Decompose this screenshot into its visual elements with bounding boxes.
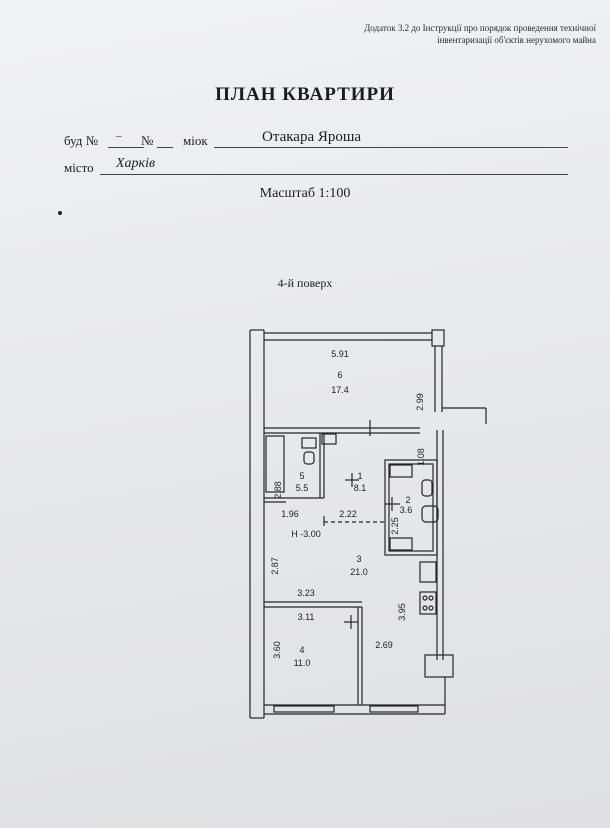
floor-plan: 5.91 6 17.4 2.99 1.08 5 5.5 2.88 1 8.1 2… bbox=[249, 329, 487, 719]
city-label: місто bbox=[64, 160, 94, 175]
bathroom-sink bbox=[301, 437, 317, 449]
dim-269: 2.69 bbox=[375, 640, 393, 650]
bathtub bbox=[265, 435, 285, 493]
floor-label: 4-й поверх bbox=[277, 276, 333, 290]
number-underline bbox=[157, 147, 173, 148]
kitchen-stove bbox=[419, 591, 437, 615]
room5-number: 5 bbox=[299, 471, 304, 481]
room1-number: 1 bbox=[357, 471, 362, 481]
bathroom-washer bbox=[321, 433, 337, 445]
room5-area: 5.5 bbox=[296, 483, 309, 493]
column-northeast bbox=[431, 329, 445, 347]
outer-wall-south bbox=[264, 704, 445, 715]
outer-wall-east bbox=[436, 430, 444, 660]
wall-room6-south bbox=[264, 427, 420, 434]
dim-323: 3.23 bbox=[297, 588, 315, 598]
building-value: – bbox=[116, 130, 122, 142]
window-south-1 bbox=[273, 705, 335, 713]
dim-287: 2.87 bbox=[270, 557, 280, 575]
dim-591: 5.91 bbox=[331, 349, 349, 359]
window-south-2 bbox=[369, 705, 419, 713]
dim-360: 3.60 bbox=[272, 641, 282, 659]
dim-225: 2.25 bbox=[390, 517, 400, 535]
ink-dot bbox=[58, 211, 62, 215]
header-note-line-2: інвентаризації об'єктів нерухомого майна bbox=[437, 35, 596, 45]
header-note-line-1: Додаток 3.2 до Інструкції про порядок пр… bbox=[364, 23, 596, 33]
wc-fixture-top bbox=[389, 464, 413, 478]
wc-fixture-bottom bbox=[389, 537, 413, 551]
wall-room3-room4 bbox=[264, 601, 363, 705]
wall-room6-east bbox=[434, 346, 443, 412]
dim-222: 2.22 bbox=[339, 509, 357, 519]
toilet-right bbox=[421, 479, 433, 497]
room2-number: 2 bbox=[405, 495, 410, 505]
street-value: Отакара Яроша bbox=[262, 129, 362, 145]
wall-protrusion bbox=[442, 407, 487, 424]
dim-395: 3.95 bbox=[397, 603, 407, 621]
header-note: Додаток 3.2 до Інструкції про порядок пр… bbox=[296, 22, 596, 46]
room1-area: 8.1 bbox=[354, 483, 367, 493]
room6-area: 17.4 bbox=[331, 385, 349, 395]
dim-288: 2.88 bbox=[273, 481, 283, 499]
document-title: ПЛАН КВАРТИРИ bbox=[215, 84, 395, 105]
room3-area: 21.0 bbox=[350, 567, 368, 577]
room6-number: 6 bbox=[337, 370, 342, 380]
room4-area: 11.0 bbox=[294, 658, 311, 668]
dim-299: 2.99 bbox=[415, 393, 425, 411]
room4-number: 4 bbox=[299, 645, 304, 655]
dim-311: 3.11 bbox=[298, 612, 315, 622]
street-underline bbox=[214, 147, 568, 148]
building-underline bbox=[108, 147, 144, 148]
outer-wall-north bbox=[264, 332, 432, 341]
room2-area: 3.6 bbox=[400, 505, 413, 515]
outer-wall-west bbox=[249, 329, 265, 719]
dim-196: 1.96 bbox=[281, 509, 299, 519]
street-label: міок bbox=[183, 133, 208, 148]
number-label: № bbox=[141, 133, 154, 148]
room3-number: 3 bbox=[356, 554, 361, 564]
city-underline bbox=[100, 174, 568, 175]
ceiling-height: Н -3.00 bbox=[291, 529, 321, 539]
kitchen-sink bbox=[419, 561, 437, 583]
bathroom-toilet bbox=[303, 451, 315, 465]
building-label: буд № bbox=[64, 133, 99, 148]
scale-label: Масштаб 1:100 bbox=[259, 186, 351, 201]
column-southeast bbox=[424, 654, 454, 678]
city-value: Харків bbox=[116, 156, 156, 171]
dim-108: 1.08 bbox=[416, 448, 426, 466]
sink-right bbox=[421, 505, 439, 523]
